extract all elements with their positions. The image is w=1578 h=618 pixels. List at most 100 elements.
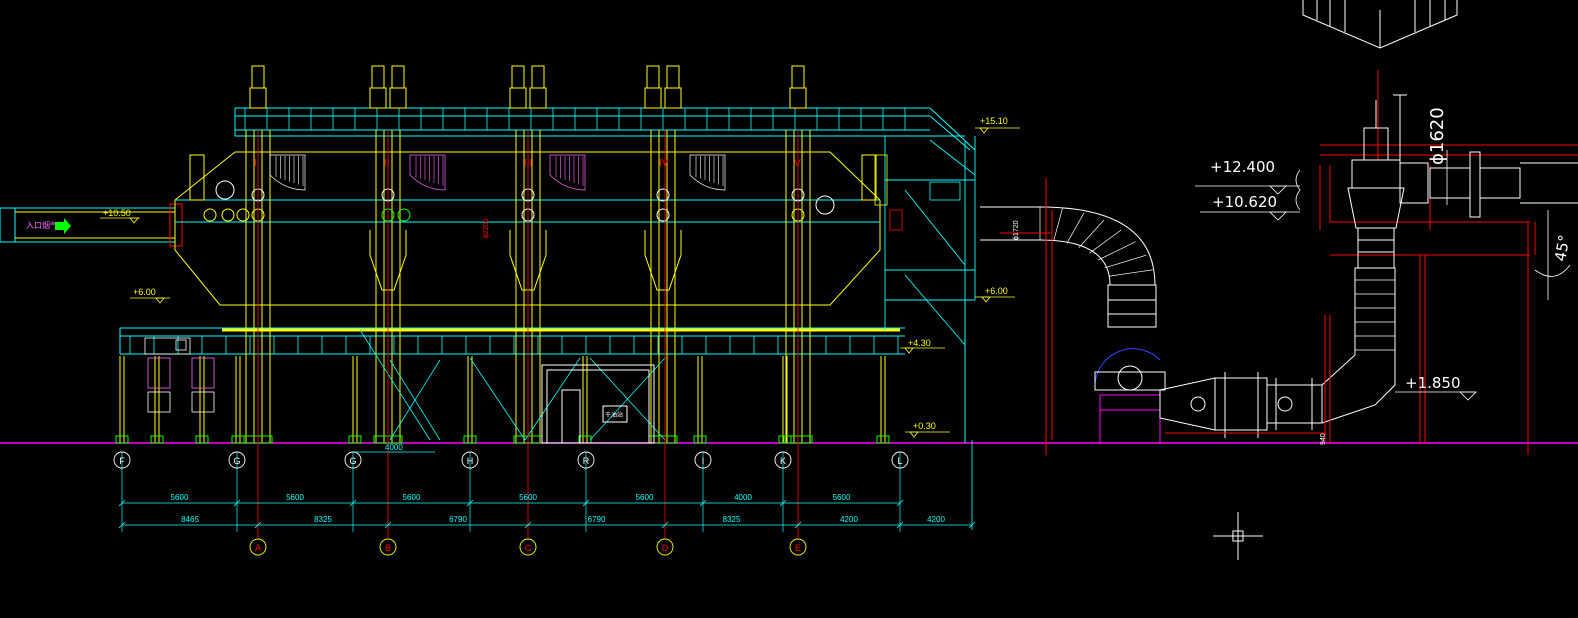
duct-rib [1053,208,1063,241]
leg-base [778,435,792,444]
axis-bubble [249,538,267,556]
crosshair-cursor-icon [1213,512,1263,560]
axis-label: B [385,543,391,553]
mid-platform [119,327,905,355]
duct-to-fan [980,206,1157,328]
port-icon [397,208,411,222]
axis-label: H [467,456,474,466]
dim-tick [118,521,126,529]
manhole-icon [815,195,835,215]
leg-base [231,435,245,444]
axis-label: F [119,456,125,466]
axis-label: R [583,456,590,466]
axis-label: D [662,543,669,553]
dim-text: 5600 [403,493,421,502]
door-label: 干油站 [605,411,623,419]
stack-axis [1399,150,1448,205]
duct-rib [1098,241,1136,261]
duct-rib [1078,219,1105,248]
dim-text: 6790 [588,515,606,524]
filter-unit [508,65,548,444]
stack-top [511,65,525,89]
dia-1620: ϕ1620 [1427,107,1448,165]
stack-mid [389,87,407,109]
unit-label: I [254,158,257,169]
axis-bubble [519,538,537,556]
dimension-ticks [118,499,976,529]
dim-tick [349,499,357,507]
dim-text: 8325 [723,515,741,524]
stack-elev-marks [1195,169,1477,401]
stack-top [666,65,680,89]
cross-bracing [359,329,666,441]
dim-tick [896,521,904,529]
inlet-duct [0,203,183,247]
elev-1850: +1.850 [1405,374,1461,392]
axis-label: L [897,456,902,466]
axis-bubble [113,451,131,469]
fan-outlet-duct [1159,267,1396,438]
axis-bubble [577,451,595,469]
support-columns [115,300,966,444]
duct-ribs [1039,207,1155,286]
dim-text: 5600 [171,493,189,502]
dim-tick [779,499,787,507]
dim-tick [233,499,241,507]
hatch-lines [275,156,724,186]
leg-base [463,435,477,444]
unit-label: V [794,158,801,169]
leg-base [195,435,209,444]
mid-railing-posts [129,336,899,354]
elbow-ribs [1355,279,1395,351]
stack-frame [1319,70,1578,455]
inlet-arrow-icon [55,218,71,234]
leg-base [578,435,592,444]
stack-top [791,65,805,89]
stack-mid [369,87,387,109]
manhole-icon [656,188,670,202]
duct-support [1000,178,1053,455]
axis-label: E [795,543,801,553]
elev-1050: +10.50 [103,208,131,218]
top-platform [234,107,976,151]
dim-text: 8325 [314,515,332,524]
duct-rib [1108,269,1153,277]
axis-bubble [656,538,674,556]
dim-text: 4200 [927,515,945,524]
dim-tick [896,499,904,507]
dim-tick [699,499,707,507]
hatched-hoppers [269,154,726,191]
elev-600-left: +6.00 [133,287,156,297]
dimension-lines [122,440,973,530]
filter-unit [778,65,818,444]
leg-base [115,435,129,444]
stack-top [646,65,660,89]
door-frame [541,364,655,444]
dim-mid: 4000 [385,443,403,452]
inlet-box [189,154,205,201]
stack-mid [644,87,662,109]
axis-label: G [233,456,240,466]
elev-marks [130,127,1020,438]
duct-rib [1104,254,1147,269]
port-icon [236,208,250,222]
unit-label: IV [659,158,669,169]
side-stairs [884,136,976,443]
hopper-cone [644,230,682,291]
axis-bubble [694,451,712,469]
dia-2200: ϕ2200 [483,218,490,238]
column-base [648,435,678,444]
axis-bubble [891,451,909,469]
stack-mid [789,87,807,109]
port-icon [203,208,217,222]
elev-030: +0.30 [913,421,936,431]
elev-430: +4.30 [908,338,931,348]
unit-label: II [384,158,390,169]
angle-dim [1534,210,1571,300]
stack-mid [249,87,267,109]
dim-text: 5600 [286,493,304,502]
dim-tick [582,499,590,507]
dim-tick [254,521,262,529]
